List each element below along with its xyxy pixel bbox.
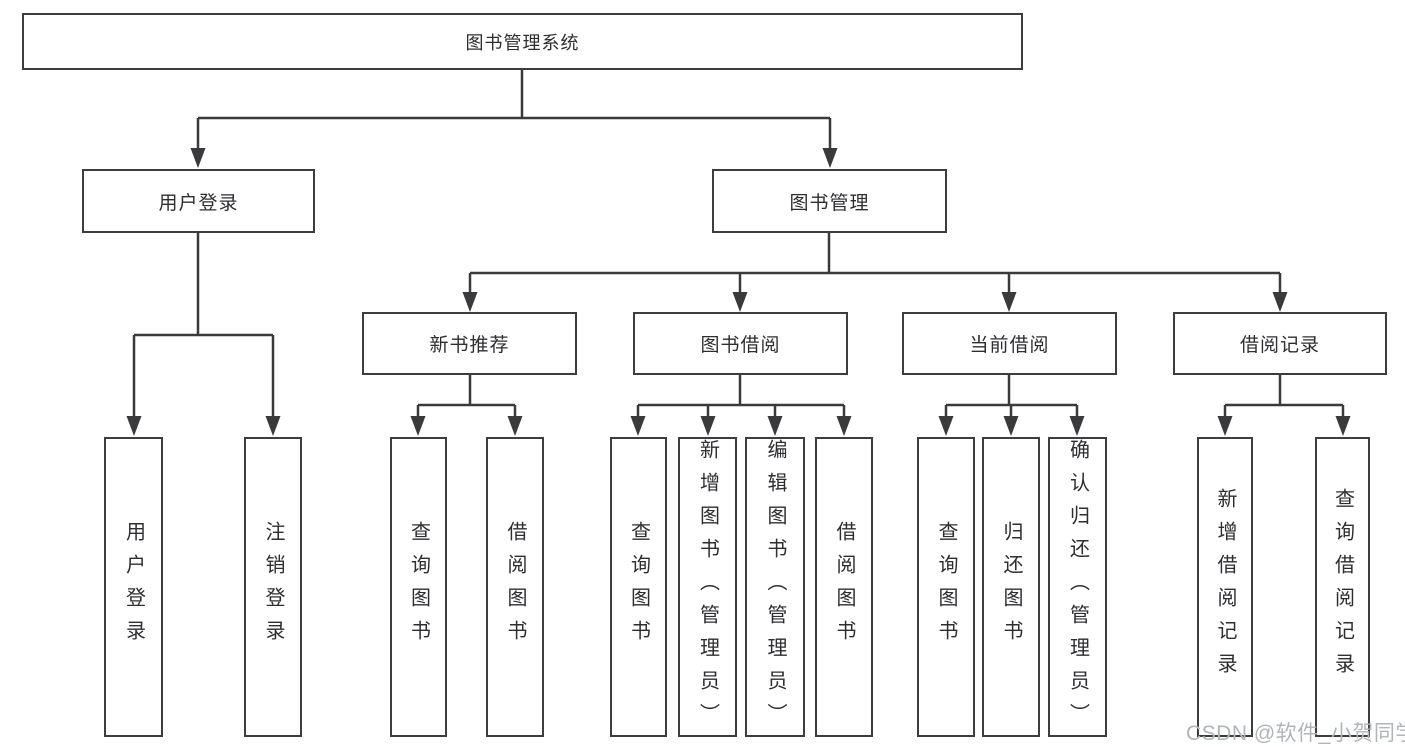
leaf-return-book: 归还图书: [982, 437, 1040, 737]
connector-newbook-to-leaves: [416, 375, 517, 420]
leaf-query-book-3-label: 查询图书: [935, 521, 957, 653]
leaf-logout: 注销登录: [244, 437, 302, 737]
connector-borrowrecord-to-leaves: [1223, 375, 1345, 420]
leaf-borrow-book-1: 借阅图书: [486, 437, 544, 737]
arrowhead-icon: [700, 416, 716, 436]
leaf-query-book-3: 查询图书: [917, 437, 975, 737]
node-book-borrow-label: 图书借阅: [700, 335, 781, 356]
leaf-query-book-1-label: 查询图书: [407, 521, 430, 653]
arrowhead-icon: [126, 416, 142, 436]
leaf-return-book-label: 归还图书: [1000, 521, 1022, 653]
leaf-add-borrow-record: 新增借阅记录: [1197, 437, 1253, 737]
leaf-borrow-book-1-label: 借阅图书: [504, 521, 526, 653]
arrowhead-icon: [1001, 292, 1017, 312]
arrowhead-icon: [836, 416, 852, 436]
csdn-watermark: CSDN @软件_小贺同学: [1186, 722, 1405, 745]
node-book-borrow: 图书借阅: [633, 312, 848, 375]
arrowhead-icon: [767, 416, 783, 436]
node-book-management-label: 图书管理: [789, 192, 870, 214]
node-root: 图书管理系统: [22, 13, 1023, 70]
leaf-user-login-label: 用户登录: [122, 521, 145, 653]
leaf-add-book-admin-label: 新增图书（管理员）: [696, 439, 719, 736]
leaf-borrow-book-2-label: 借阅图书: [833, 521, 855, 653]
arrowhead-icon: [1217, 416, 1233, 436]
arrowhead-icon: [732, 292, 748, 312]
connector-bookborrow-to-leaves: [636, 375, 846, 420]
arrowhead-icon: [190, 148, 206, 168]
node-root-label: 图书管理系统: [465, 32, 580, 53]
arrowhead-icon: [1069, 416, 1085, 436]
node-borrow-record-label: 借阅记录: [1239, 335, 1320, 356]
leaf-edit-book-admin-label: 编辑图书（管理员）: [764, 439, 786, 736]
node-book-management: 图书管理: [712, 169, 947, 233]
node-current-borrow-label: 当前借阅: [969, 335, 1050, 356]
leaf-edit-book-admin: 编辑图书（管理员）: [745, 437, 805, 737]
leaf-query-book-2-label: 查询图书: [627, 521, 650, 653]
arrowhead-icon: [507, 416, 523, 436]
node-user-login-label: 用户登录: [158, 192, 239, 214]
leaf-logout-label: 注销登录: [262, 521, 284, 653]
arrowhead-icon: [630, 416, 646, 436]
leaf-query-book-2: 查询图书: [610, 437, 667, 737]
connector-userlogin-to-leaves: [132, 233, 275, 418]
leaf-add-borrow-record-label: 新增借阅记录: [1214, 488, 1236, 686]
arrowhead-icon: [462, 292, 478, 312]
connector-currentborrow-to-leaves: [944, 375, 1079, 420]
arrowhead-icon: [1003, 416, 1019, 436]
connector-bookmgmt-to-level3: [468, 233, 1282, 296]
arrowhead-icon: [265, 416, 281, 436]
arrowhead-icon: [1335, 416, 1351, 436]
leaf-borrow-book-2: 借阅图书: [815, 437, 873, 737]
node-new-book-recommend-label: 新书推荐: [429, 335, 510, 356]
leaf-confirm-return-admin: 确认归还（管理员）: [1048, 437, 1107, 737]
leaf-query-borrow-record: 查询借阅记录: [1315, 437, 1370, 737]
arrowhead-icon: [938, 416, 954, 436]
node-current-borrow: 当前借阅: [902, 312, 1117, 375]
leaf-add-book-admin: 新增图书（管理员）: [678, 437, 737, 737]
leaf-query-borrow-record-label: 查询借阅记录: [1331, 488, 1354, 686]
leaf-user-login: 用户登录: [104, 437, 163, 737]
arrowheads: [126, 148, 1351, 436]
arrowhead-icon: [1272, 292, 1288, 312]
arrowhead-icon: [410, 416, 426, 436]
node-user-login: 用户登录: [82, 169, 315, 233]
node-new-book-recommend: 新书推荐: [362, 312, 577, 375]
leaf-confirm-return-admin-label: 确认归还（管理员）: [1066, 439, 1089, 736]
arrowhead-icon: [822, 148, 838, 168]
node-borrow-record: 借阅记录: [1173, 312, 1387, 375]
connector-root-to-level2: [196, 70, 832, 150]
leaf-query-book-1: 查询图书: [390, 437, 447, 737]
